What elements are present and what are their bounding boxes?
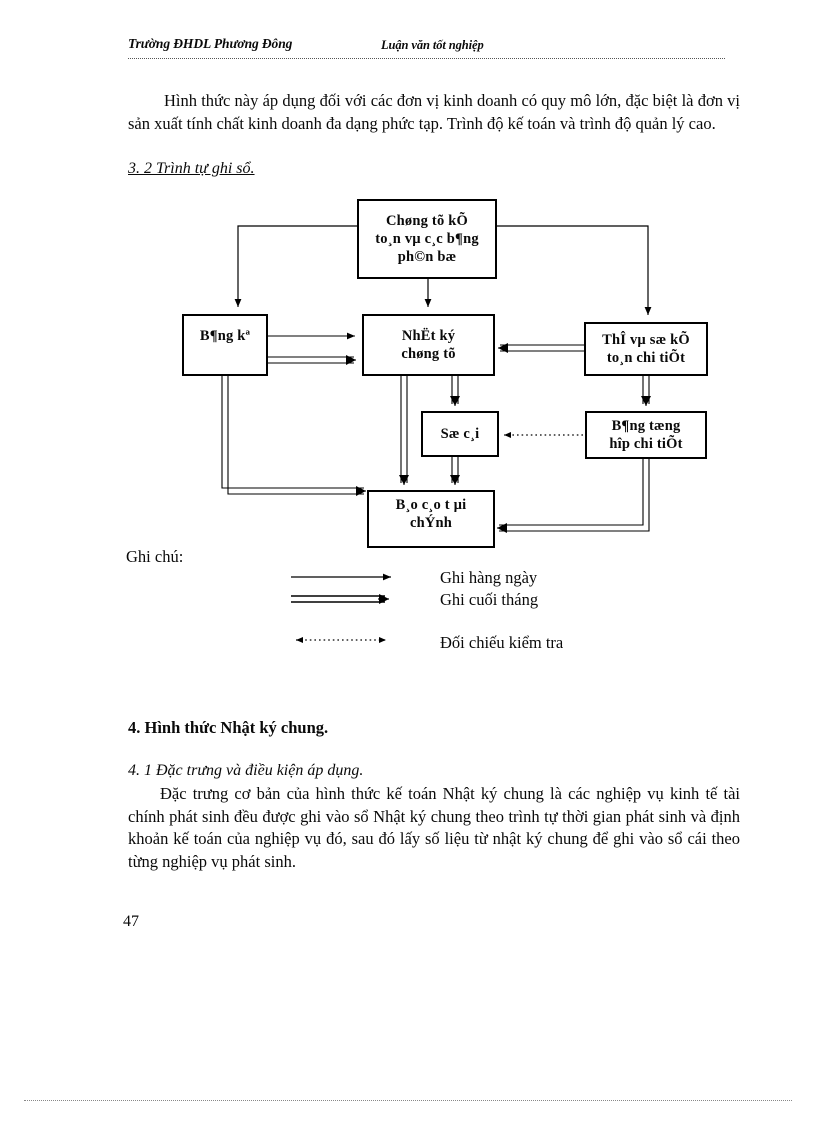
edge-bangtong-to-baocao-b [499,459,644,526]
diagram-box-chung-tu-ke-toan: Chøng tõ kÕ to¸n vµ c¸c b¶ng ph©n bæ [357,199,497,279]
box-nhatky-line1: NhËt ký [401,328,456,344]
diagram-box-bao-cao-tai-chinh: B¸o c¸o t µi chÝnh [367,490,495,548]
diagram-box-the-va-so-ke-toan-chi-tiet: ThÎ vµ sæ kÕ to¸n chi tiÕt [584,322,708,376]
box-thevu-line1: ThÎ vµ sæ kÕ [602,332,690,348]
box-baocao-line1: B¸o c¸o t µi [395,497,467,513]
legend-label-daily: Ghi hàng ngày [440,568,538,587]
box-nhatky-line2: chøng tõ [401,346,456,362]
edge-bangke-to-baocao-b [227,376,364,495]
box-baocao-line2: chÝnh [409,515,453,531]
edge-bangke-to-baocao-a [221,376,364,489]
sub-heading-3-2: 3. 2 Trình tự ghi sổ. [128,160,255,177]
body-paragraph-4-1: Đặc trưng cơ bản của hình thức kế toán N… [128,783,740,873]
footer-divider-rule [24,1100,792,1101]
box-chungtu-line3: ph©n bæ [397,249,457,265]
section-heading-4: 4. Hình thức Nhật ký chung. [128,718,329,737]
intro-paragraph: Hình thức này áp dụng đối với các đơn vị… [128,90,740,135]
running-header: Trường ĐHDL Phương Đông Luận văn tốt ngh… [128,36,728,58]
intro-paragraph-text: Hình thức này áp dụng đối với các đơn vị… [128,91,740,133]
page-number: 47 [123,913,139,930]
legend-title: Ghi chú: [126,547,184,566]
legend-label-monthly: Ghi cuối tháng [440,590,539,609]
header-right-text: Luận văn tốt nghiệp [381,38,484,52]
diagram-box-so-cai: Sæ c¸i [421,411,499,457]
box-bangtong-line1: B¶ng tæng [611,418,681,434]
header-left-text: Trường ĐHDL Phương Đông [128,36,293,51]
box-chungtu-line2: to¸n vµ c¸c b¶ng [375,231,479,247]
diagram-box-bang-ke: B¶ng kª [182,314,268,376]
legend-label-compare: Đối chiếu kiểm tra [440,633,564,652]
diagram-box-bang-tong-hop-chi-tiet: B¶ng tæng hîp chi tiÕt [585,411,707,459]
diagram-box-nhat-ky-chung-tu: NhËt ký chøng tõ [362,314,495,376]
box-thevu-line2: to¸n chi tiÕt [606,350,686,366]
box-bangtong-line2: hîp chi tiÕt [609,436,683,452]
header-divider-rule [128,58,725,59]
box-bangke-line1: B¶ng kª [199,328,251,344]
sub-heading-4-1: 4. 1 Đặc trưng và điều kiện áp dụng. [128,762,364,779]
box-chungtu-line1: Chøng tõ kÕ [386,213,468,229]
edge-bangtong-to-baocao-a [499,459,650,532]
body-paragraph-4-1-text: Đặc trưng cơ bản của hình thức kế toán N… [128,784,740,871]
edge-chungtu-to-bangke [234,225,357,307]
box-socai-line1: Sæ c¸i [440,426,480,442]
edge-chungtu-to-thevu [497,225,652,315]
